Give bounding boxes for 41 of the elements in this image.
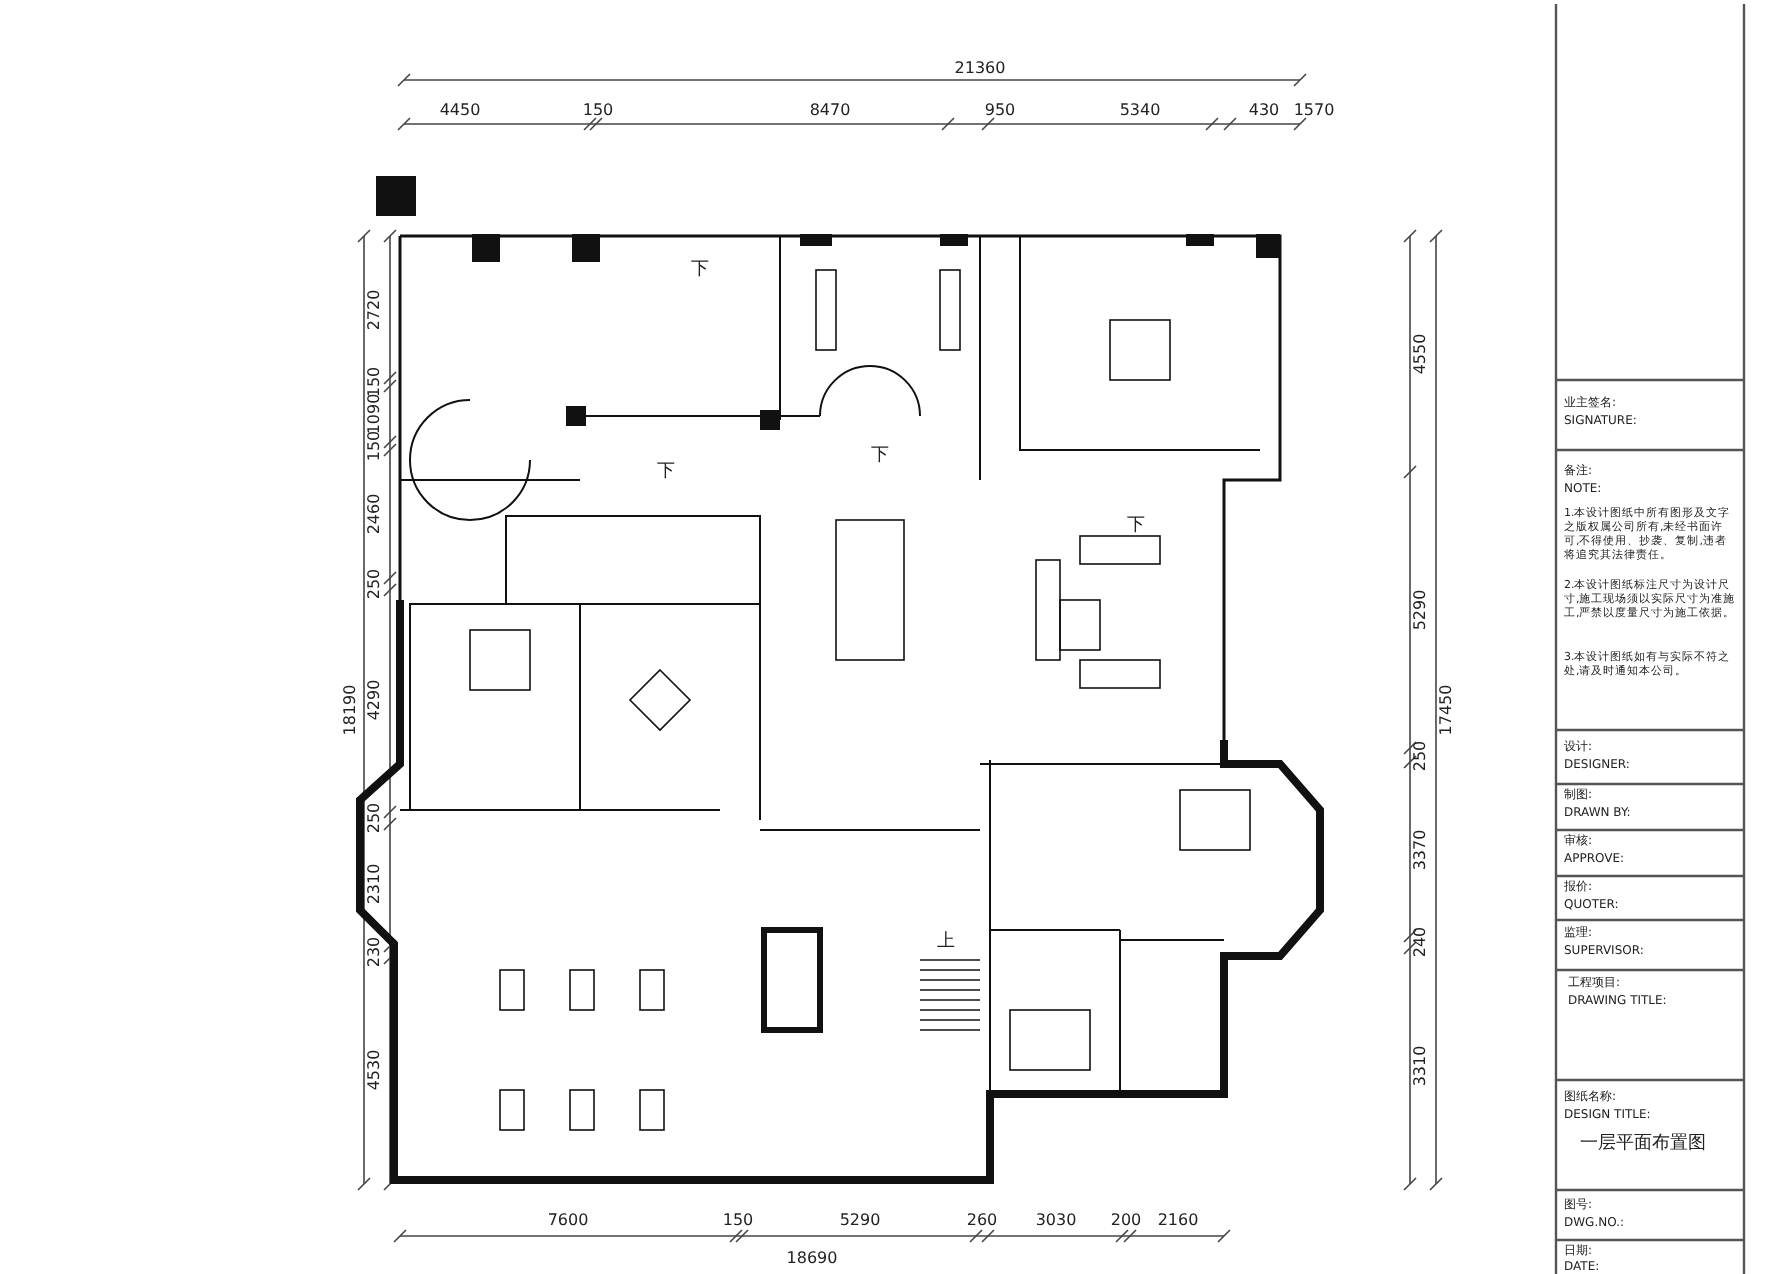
dimension-text: 4450 xyxy=(439,103,481,121)
dimension-text: 1570 xyxy=(1293,103,1335,121)
dimension-text: 5290 xyxy=(839,1213,881,1231)
drawing-title: 一层平面布置图 xyxy=(1580,1136,1706,1156)
dimension-text: 150 xyxy=(367,430,385,462)
dimension-text: 5340 xyxy=(1119,103,1161,121)
dimension-text: 150 xyxy=(722,1213,754,1231)
dimension-text: 1090 xyxy=(367,393,385,435)
dimension-text: 3030 xyxy=(1035,1213,1077,1231)
dimension-text: 260 xyxy=(966,1213,998,1231)
dimension-text: 430 xyxy=(1248,103,1280,121)
dimension-text: 2460 xyxy=(367,493,385,535)
dimension-text: 250 xyxy=(367,568,385,600)
dimension-text: 5290 xyxy=(1413,589,1431,631)
dimension-text: 3310 xyxy=(1413,1045,1431,1087)
dimension-text: 950 xyxy=(984,103,1016,121)
dimension-text: 17450 xyxy=(1439,684,1457,736)
dimension-text: 2160 xyxy=(1157,1213,1199,1231)
dimension-text: 18690 xyxy=(786,1251,838,1269)
dimension-text: 21360 xyxy=(954,61,1006,79)
dimension-text: 250 xyxy=(1413,740,1431,772)
dimension-text: 18190 xyxy=(343,684,361,736)
dimension-text: 4550 xyxy=(1413,333,1431,375)
dimension-text: 7600 xyxy=(547,1213,589,1231)
dimension-text: 2310 xyxy=(367,863,385,905)
dimension-text: 4290 xyxy=(367,679,385,721)
dimension-text: 2720 xyxy=(367,289,385,331)
dimension-text: 230 xyxy=(367,936,385,968)
direction-mark: 下 xyxy=(1127,518,1145,538)
dimension-text: 3370 xyxy=(1413,829,1431,871)
dimension-text: 150 xyxy=(367,366,385,398)
direction-mark: 下 xyxy=(657,464,675,484)
dimension-text: 150 xyxy=(582,103,614,121)
dimension-text: 250 xyxy=(367,802,385,834)
dimension-text: 200 xyxy=(1110,1213,1142,1231)
dimension-text: 8470 xyxy=(809,103,851,121)
direction-mark: 下 xyxy=(871,448,889,468)
direction-mark: 下 xyxy=(691,262,709,282)
dimension-text: 4530 xyxy=(367,1049,385,1091)
dimension-text: 240 xyxy=(1413,926,1431,958)
direction-mark: 上 xyxy=(937,934,955,954)
